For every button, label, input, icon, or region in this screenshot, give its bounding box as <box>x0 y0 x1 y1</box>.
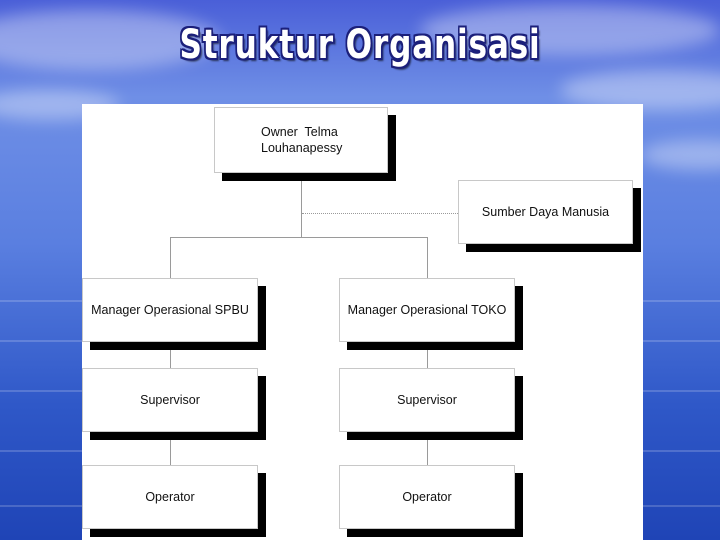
connector-right-manager-supervisor <box>427 342 428 368</box>
manager-spbu-label: Manager Operasional SPBU <box>91 303 249 317</box>
owner-name-line2: Louhanapessy <box>261 141 343 155</box>
connector-left-drop <box>170 237 171 279</box>
manager-toko-label: Manager Operasional TOKO <box>347 303 507 317</box>
supervisor-toko-label: Supervisor <box>397 393 457 407</box>
slide-title: Struktur Organisasi <box>179 22 541 68</box>
operator-toko-box: Operator <box>339 465 515 529</box>
org-chart-panel: Owner Telma Louhanapessy Sumber Daya Man… <box>82 104 643 540</box>
hr-label: Sumber Daya Manusia <box>481 205 610 219</box>
manager-spbu-box: Manager Operasional SPBU <box>82 278 258 342</box>
supervisor-toko-box: Supervisor <box>339 368 515 432</box>
operator-spbu-box: Operator <box>82 465 258 529</box>
operator-toko-label: Operator <box>402 490 452 504</box>
owner-name-line1: Owner Telma <box>261 125 338 139</box>
connector-right-drop <box>427 237 428 279</box>
hr-box: Sumber Daya Manusia <box>458 180 633 244</box>
supervisor-spbu-label: Supervisor <box>140 393 200 407</box>
connector-hr-dotted <box>302 213 458 214</box>
connector-left-manager-supervisor <box>170 342 171 368</box>
operator-spbu-label: Operator <box>145 490 195 504</box>
connector-horizontal-bar <box>170 237 428 238</box>
connector-left-supervisor-operator <box>170 432 171 465</box>
manager-toko-box: Manager Operasional TOKO <box>339 278 515 342</box>
owner-box: Owner Telma Louhanapessy <box>214 107 388 173</box>
connector-right-supervisor-operator <box>427 432 428 465</box>
connector-owner-trunk <box>301 176 302 237</box>
supervisor-spbu-box: Supervisor <box>82 368 258 432</box>
